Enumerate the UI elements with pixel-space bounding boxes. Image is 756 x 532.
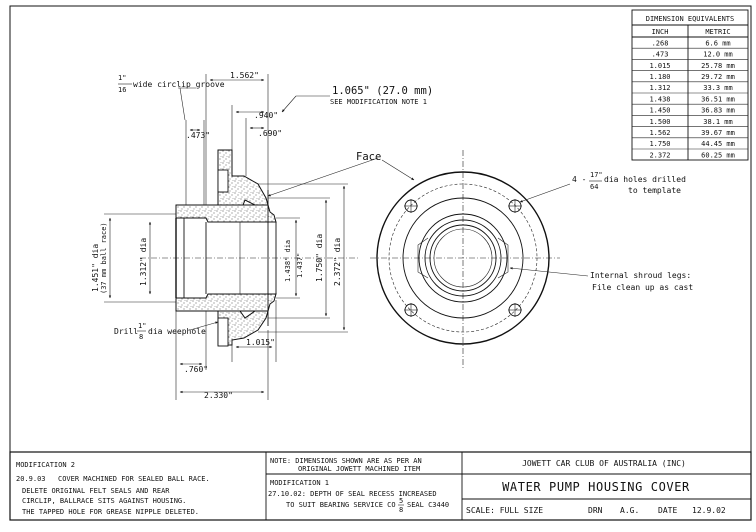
drawn-by-label: DRN	[588, 506, 603, 515]
dim-1562: 1.562"	[230, 71, 259, 80]
dim-1451: 1.451" dia	[91, 244, 100, 292]
upper-hub-section	[175, 204, 277, 223]
dim-2372: 2.372" dia	[333, 238, 342, 286]
mod1-line-1: 27.10.02: DEPTH OF SEAL RECESS INCREASED	[268, 490, 437, 498]
equivalents-inch-cell: 1.750	[649, 140, 670, 148]
drill-label: Drill	[114, 327, 138, 336]
equivalents-rows: .268 6.6 mm .473 12.0 mm 1.015 25.78 mm 1.180 2…	[632, 39, 748, 159]
weephole-lug	[217, 317, 229, 347]
mod2-line-3: CIRCLIP, BALLRACE SITS AGAINST HOUSING.	[22, 497, 186, 505]
mod1-frac-den: 8	[399, 506, 403, 514]
equivalents-inch-cell: 1.312	[649, 84, 670, 92]
title-block: MODIFICATION 2 20.9.03 COVER MACHINED FO…	[9, 451, 752, 521]
equivalents-inch-cell: 1.438	[649, 95, 670, 103]
equivalents-metric-cell: 38.1 mm	[703, 118, 733, 126]
dimension-equivalents-table: DIMENSION EQUIVALENTS INCH METRIC .268 6.…	[631, 9, 749, 161]
holes-count: 4 -	[572, 175, 586, 184]
bolt-hole	[508, 199, 522, 213]
lower-hub-section	[175, 293, 277, 312]
equivalents-inch-cell: 1.500	[649, 118, 670, 126]
bore-inner-circle	[433, 228, 493, 288]
equivalents-metric-cell: 6.6 mm	[705, 39, 730, 47]
equivalents-col-inch: INCH	[652, 28, 669, 36]
mod1-line-2: TO SUIT BEARING SERVICE CO	[286, 501, 396, 509]
dim-1438: 1.438" dia	[284, 240, 292, 282]
dim-1451-ballrace: (37 mm ball race)	[100, 222, 108, 294]
equivalents-metric-cell: 33.3 mm	[703, 84, 733, 92]
dim-1015: 1.015"	[246, 338, 275, 347]
dim-760: .760"	[184, 365, 208, 374]
equivalents-metric-cell: 36.83 mm	[701, 107, 735, 115]
equivalents-title: DIMENSION EQUIVALENTS	[646, 15, 735, 23]
note-line-2: ORIGINAL JOWETT MACHINED ITEM	[298, 465, 420, 473]
outer-flange-circle	[376, 171, 550, 345]
equivalents-metric-cell: 44.45 mm	[701, 140, 735, 148]
lower-flange-section	[217, 310, 269, 346]
bolt-circle	[388, 183, 538, 333]
scale-label: SCALE: FULL SIZE	[466, 506, 543, 515]
holes-text: dia holes drilled	[604, 175, 686, 184]
dim-1750: 1.750" dia	[315, 234, 324, 282]
equivalents-inch-cell: .268	[652, 39, 669, 47]
holes-frac-den: 64	[590, 183, 598, 191]
mod2-date: 20.9.03	[16, 475, 46, 483]
dim-473: .473"	[186, 131, 210, 140]
mod2-line-2: DELETE ORIGINAL FELT SEALS AND REAR	[22, 487, 170, 495]
drill-frac-num: 1"	[138, 322, 146, 330]
equivalents-inch-cell: 1.015	[649, 62, 670, 70]
shroud-label-1: Internal shroud legs:	[590, 271, 691, 280]
see-modification-note: SEE MODIFICATION NOTE 1	[330, 98, 427, 106]
mod1-line-3: SEAL C3440	[407, 501, 449, 509]
drill-text: dia weephole	[148, 327, 206, 336]
holes-frac-num: 17"	[590, 171, 603, 179]
groove-frac-den: 16	[118, 86, 126, 94]
hub-outer-circle	[402, 197, 524, 319]
equivalents-col-metric: METRIC	[705, 28, 730, 36]
side-section-view: 1.562" .473" .940" .690" 1" 16 wide circ…	[91, 71, 433, 400]
shroud-label-2: File clean up as cast	[592, 283, 693, 292]
date-label: DATE	[658, 506, 677, 515]
mod1-frac-num: 5	[399, 497, 403, 505]
dim-2330: 2.330"	[204, 391, 233, 400]
dim-690: .690"	[258, 129, 282, 138]
bore-circle-1	[418, 213, 508, 303]
equivalents-inch-cell: 2.372	[649, 151, 670, 159]
face-label: Face	[356, 151, 381, 163]
groove-frac-num: 1"	[118, 74, 126, 82]
holes-template: to template	[628, 186, 681, 195]
equivalents-inch-cell: 1.450	[649, 107, 670, 115]
bolt-hole	[508, 303, 522, 317]
top-lug	[217, 169, 229, 193]
date-value: 12.9.02	[692, 506, 726, 515]
equivalents-inch-cell: 1.562	[649, 129, 670, 137]
groove-label: wide circlip groove	[133, 80, 225, 89]
equivalents-metric-cell: 39.67 mm	[701, 129, 735, 137]
mod2-heading: MODIFICATION 2	[16, 461, 75, 469]
equivalents-inch-cell: .473	[652, 51, 669, 59]
bolt-hole	[404, 303, 418, 317]
drill-frac-den: 8	[139, 333, 143, 341]
part-title: WATER PUMP HOUSING COVER	[502, 480, 690, 494]
equivalents-metric-cell: 60.25 mm	[701, 151, 735, 159]
bolt-hole	[404, 199, 418, 213]
dim-1312: 1.312" dia	[139, 238, 148, 286]
equivalents-metric-cell: 12.0 mm	[703, 51, 733, 59]
equivalents-metric-cell: 29.72 mm	[701, 73, 735, 81]
equivalents-inch-cell: 1.180	[649, 73, 670, 81]
front-view: Face 4 - 17" 64 dia holes drilled to tem…	[267, 150, 693, 370]
club-name: JOWETT CAR CLUB OF AUSTRALIA (INC)	[522, 459, 686, 468]
note-line-1: NOTE: DIMENSIONS SHOWN ARE AS PER AN	[270, 457, 422, 465]
dim-1065: 1.065" (27.0 mm)	[332, 85, 433, 97]
mod2-line-4: THE TAPPED HOLE FOR GREASE NIPPLE DELETE…	[22, 508, 199, 516]
equivalents-metric-cell: 36.51 mm	[701, 95, 735, 103]
equivalents-metric-cell: 25.78 mm	[701, 62, 735, 70]
dim-1437: 1.437"	[296, 253, 304, 278]
drawn-by-value: A.G.	[620, 506, 639, 515]
dim-940: .940"	[254, 111, 278, 120]
bore-circle-2	[424, 219, 502, 297]
mod2-line-1: COVER MACHINED FOR SEALED BALL RACE.	[58, 475, 210, 483]
bore-circle-3	[429, 224, 497, 292]
mod1-heading: MODIFICATION 1	[270, 479, 329, 487]
